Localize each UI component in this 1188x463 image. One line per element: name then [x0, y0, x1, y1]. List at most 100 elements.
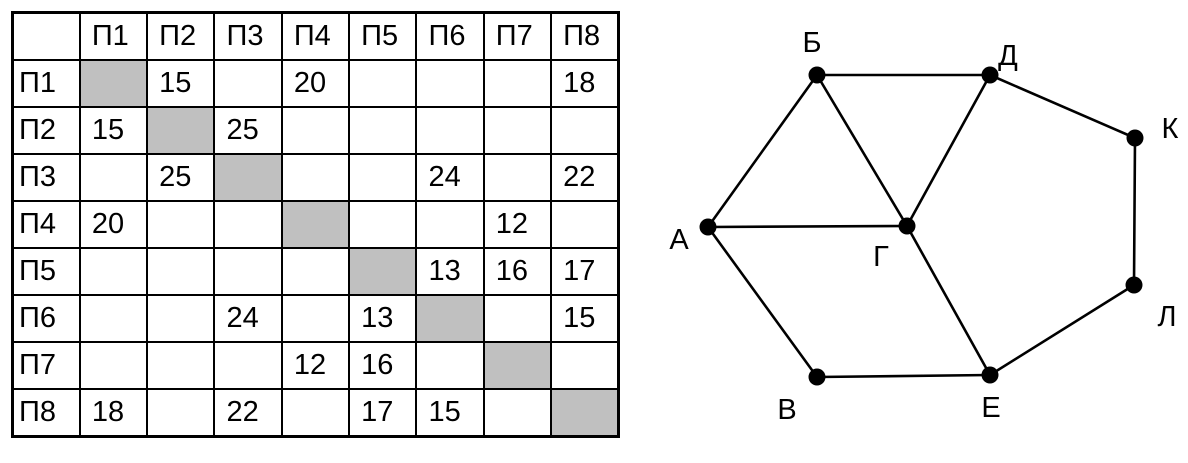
matrix-cell	[280, 153, 351, 202]
matrix-cell: 22	[550, 153, 620, 202]
matrix-cell	[78, 153, 149, 202]
vertex-dot-Д	[981, 66, 999, 84]
table-row: П1 15 20 18	[11, 59, 620, 109]
row-header: П7	[11, 340, 81, 390]
col-header: П5	[348, 11, 418, 62]
vertex-dot-К	[1126, 129, 1144, 147]
vertex-label: Л	[1157, 301, 1176, 333]
edge-Г-Е	[905, 224, 992, 377]
vertex-dot-В	[808, 368, 826, 386]
matrix-cell: 12	[280, 340, 351, 390]
matrix-cell	[213, 200, 283, 249]
matrix-cell: 18	[78, 387, 149, 438]
matrix-cell	[550, 106, 620, 156]
vertex-dot-А	[699, 218, 717, 236]
matrix-cell	[415, 340, 485, 390]
corner-cell	[11, 11, 81, 62]
col-header: П6	[415, 11, 485, 62]
vertex-label: Г	[873, 241, 889, 273]
table-row: П3 25 24 22	[11, 153, 620, 202]
matrix-cell: 20	[280, 59, 351, 109]
matrix-cell	[415, 200, 485, 249]
row-header: П4	[11, 200, 81, 249]
matrix-cell	[280, 106, 351, 156]
matrix-cell: 13	[415, 246, 485, 296]
matrix-cell	[280, 246, 351, 296]
matrix-cell: 17	[348, 387, 418, 438]
row-header: П8	[11, 387, 81, 438]
matrix-cell	[415, 59, 485, 109]
matrix-cell	[348, 106, 418, 156]
matrix-cell: 15	[146, 59, 216, 109]
matrix-cell	[146, 200, 216, 249]
diagonal-cell	[280, 200, 351, 249]
col-header: П4	[280, 11, 351, 62]
col-header: П3	[213, 11, 283, 62]
matrix-cell: 15	[78, 106, 149, 156]
matrix-cell: 25	[146, 153, 216, 202]
col-header: П8	[550, 11, 620, 62]
matrix-cell	[146, 387, 216, 438]
matrix-cell	[482, 153, 553, 202]
edge-В-Е	[815, 373, 992, 379]
edge-Д-К	[988, 73, 1137, 140]
matrix-cell: 17	[550, 246, 620, 296]
diagonal-cell	[78, 59, 149, 109]
matrix-cell	[280, 293, 351, 343]
edge-А-В	[706, 225, 819, 379]
matrix-cell	[415, 106, 485, 156]
row-header: П6	[11, 293, 81, 343]
vertex-dot-Л	[1125, 276, 1143, 294]
edge-А-Б	[706, 73, 819, 229]
matrix-cell: 20	[78, 200, 149, 249]
vertex-label: А	[669, 224, 689, 256]
matrix-cell	[482, 59, 553, 109]
matrix-cell: 24	[415, 153, 485, 202]
row-header: П3	[11, 153, 81, 202]
matrix-cell	[280, 387, 351, 438]
vertex-label: Д	[998, 40, 1018, 72]
col-header: П7	[482, 11, 553, 62]
row-header: П1	[11, 59, 81, 109]
matrix-cell	[482, 293, 553, 343]
matrix-cell	[78, 340, 149, 390]
matrix-cell: 18	[550, 59, 620, 109]
matrix-cell	[482, 106, 553, 156]
matrix-cell: 25	[213, 106, 283, 156]
matrix-cell: 13	[348, 293, 418, 343]
vertex-label: Б	[802, 27, 821, 59]
col-header: П1	[78, 11, 149, 62]
vertex-label: В	[777, 394, 796, 426]
matrix-cell	[348, 153, 418, 202]
diagonal-cell	[415, 293, 485, 343]
diagonal-cell	[348, 246, 418, 296]
matrix-cell: 16	[348, 340, 418, 390]
diagonal-cell	[482, 340, 553, 390]
matrix-cell	[146, 246, 216, 296]
matrix-cell	[348, 59, 418, 109]
diagonal-cell	[146, 106, 216, 156]
matrix-cell	[78, 293, 149, 343]
matrix-cell	[348, 200, 418, 249]
vertex-dot-Б	[808, 66, 826, 84]
edge-Л-Е	[988, 283, 1136, 377]
matrix-cell: 16	[482, 246, 553, 296]
matrix-cell	[550, 340, 620, 390]
matrix-cell	[146, 340, 216, 390]
vertex-dot-Г	[898, 217, 916, 235]
edge-А-Г	[706, 224, 909, 229]
edge-К-Л	[1132, 136, 1137, 287]
matrix-cell: 12	[482, 200, 553, 249]
vertex-dot-Е	[981, 366, 999, 384]
row-header: П5	[11, 246, 81, 296]
diagonal-cell	[213, 153, 283, 202]
matrix-cell	[146, 293, 216, 343]
col-header: П2	[146, 11, 216, 62]
matrix-cell	[213, 59, 283, 109]
